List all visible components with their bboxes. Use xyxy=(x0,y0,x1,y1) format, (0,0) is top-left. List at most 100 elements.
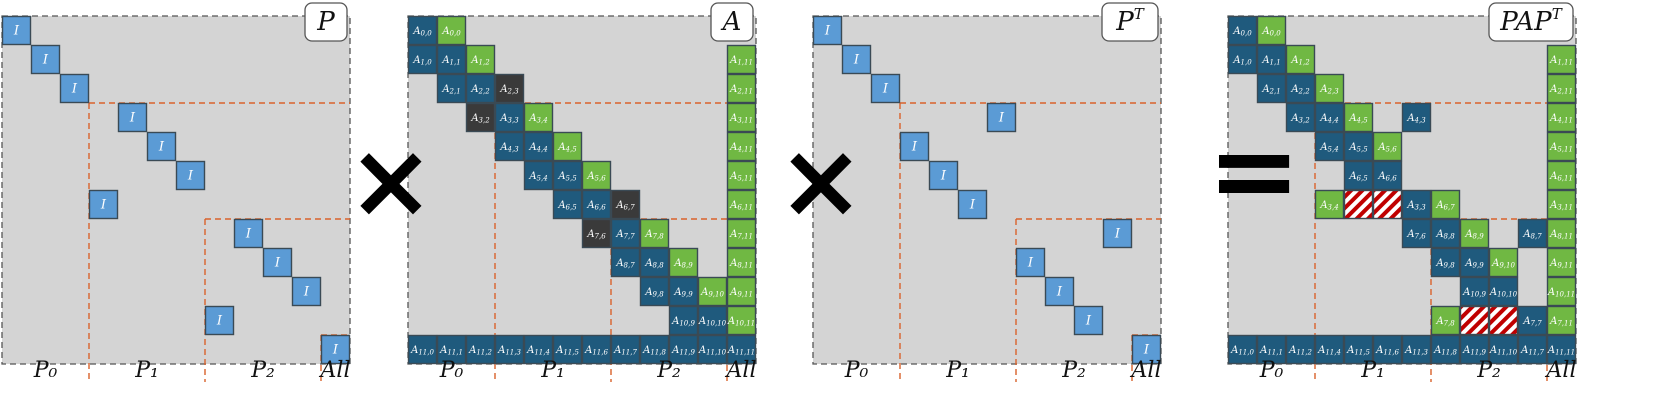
dark-blue-block xyxy=(1459,334,1490,365)
partition-label: P₁ xyxy=(134,358,159,383)
green-block xyxy=(668,247,699,278)
cell-label: A5,11 xyxy=(1549,142,1573,154)
identity-block xyxy=(175,160,206,191)
partition-label: P₂ xyxy=(1061,358,1086,383)
cell-label: A3,3 xyxy=(499,113,519,125)
dark-blue-block xyxy=(726,334,757,365)
partition-label: P₂ xyxy=(250,358,275,383)
cell-label: A4,5 xyxy=(1348,113,1368,125)
green-block xyxy=(1546,218,1577,249)
equals-operator: = xyxy=(1207,106,1301,236)
cell-label: A9,10 xyxy=(1491,258,1515,270)
cell-label: I xyxy=(969,198,976,213)
green-block xyxy=(726,160,757,191)
cell-label: A7,6 xyxy=(1406,229,1426,241)
cell-label: A1,2 xyxy=(470,55,490,67)
cell-label: A6,5 xyxy=(1348,171,1368,183)
cell-label: A11,10 xyxy=(1489,345,1518,357)
green-block xyxy=(1430,305,1461,336)
green-block xyxy=(1488,247,1519,278)
cell-label: A5,6 xyxy=(586,171,606,183)
dark-blue-block xyxy=(494,131,525,162)
cell-label: A8,11 xyxy=(1549,229,1573,241)
cell-label: A0,0 xyxy=(412,26,432,38)
cell-label: A2,1 xyxy=(1261,84,1280,96)
cell-label: A4,3 xyxy=(499,142,519,154)
cell-label: A8,8 xyxy=(1435,229,1455,241)
dark-blue-block xyxy=(581,189,612,220)
dark-blue-block xyxy=(668,305,699,336)
identity-block xyxy=(88,189,119,220)
cell-label: A11,3 xyxy=(1404,345,1428,357)
cell-label: A7,8 xyxy=(1435,316,1455,328)
cell-label: A10,9 xyxy=(671,316,695,328)
identity-block xyxy=(841,44,872,75)
dark-blue-block xyxy=(523,160,554,191)
dark-blue-block xyxy=(407,15,438,46)
cell-label: I xyxy=(911,140,918,155)
cell-label: A2,11 xyxy=(729,84,753,96)
cell-label: A6,7 xyxy=(1435,200,1455,212)
cell-label: I xyxy=(853,53,860,68)
dark-blue-block xyxy=(1517,305,1548,336)
identity-block xyxy=(204,305,235,336)
cell-label: A11,7 xyxy=(613,345,637,357)
cell-label: A10,10 xyxy=(1489,287,1518,299)
green-block xyxy=(726,276,757,307)
green-block xyxy=(1343,102,1374,133)
cell-label: A1,0 xyxy=(412,55,432,67)
cell-label: A2,3 xyxy=(1319,84,1339,96)
cell-label: A3,11 xyxy=(729,113,753,125)
identity-block xyxy=(1073,305,1104,336)
panel-title: P xyxy=(304,2,348,42)
cell-label: I xyxy=(1056,285,1063,300)
green-block xyxy=(726,218,757,249)
dark-blue-block xyxy=(494,334,525,365)
cell-label: A4,5 xyxy=(557,142,577,154)
cell-label: A4,4 xyxy=(528,142,547,154)
cell-label: A8,7 xyxy=(615,258,635,270)
green-block xyxy=(1546,247,1577,278)
dark-gray-block xyxy=(581,218,612,249)
partition-label: All xyxy=(1545,358,1577,383)
cell-label: A6,6 xyxy=(1377,171,1397,183)
cell-label: A11,0 xyxy=(410,345,434,357)
cell-label: A8,9 xyxy=(1464,229,1484,241)
dark-blue-block xyxy=(581,334,612,365)
green-block xyxy=(1314,73,1345,104)
identity-block xyxy=(59,73,90,104)
cell-label: A8,9 xyxy=(673,258,693,270)
dark-blue-block xyxy=(1430,247,1461,278)
dark-blue-block xyxy=(1430,218,1461,249)
dark-blue-block xyxy=(1401,102,1432,133)
cell-label: A3,3 xyxy=(1406,200,1426,212)
partition-label: P₀ xyxy=(439,358,464,383)
partition-label: P₀ xyxy=(1259,358,1284,383)
green-block xyxy=(1459,218,1490,249)
hatched-fill-block xyxy=(1372,189,1403,220)
green-block xyxy=(726,247,757,278)
title-box xyxy=(710,2,754,42)
green-block xyxy=(1546,102,1577,133)
dark-blue-block xyxy=(494,102,525,133)
cell-label: A7,11 xyxy=(729,229,753,241)
identity-block xyxy=(899,131,930,162)
dark-blue-block xyxy=(552,189,583,220)
dark-blue-block xyxy=(1343,334,1374,365)
identity-block xyxy=(957,189,988,220)
green-block xyxy=(1546,305,1577,336)
dark-gray-block xyxy=(465,102,496,133)
dark-gray-block xyxy=(494,73,525,104)
partition-label: All xyxy=(1130,358,1162,383)
cell-label: A1,1 xyxy=(1261,55,1280,67)
green-block xyxy=(1314,189,1345,220)
cell-label: A4,3 xyxy=(1406,113,1426,125)
cell-label: A11,6 xyxy=(584,345,608,357)
dark-gray-block xyxy=(610,189,641,220)
dark-blue-block xyxy=(1459,247,1490,278)
cell-label: A10,10 xyxy=(698,316,727,328)
dark-blue-block xyxy=(610,218,641,249)
cell-label: I xyxy=(158,140,165,155)
cell-label: A2,2 xyxy=(1290,84,1310,96)
